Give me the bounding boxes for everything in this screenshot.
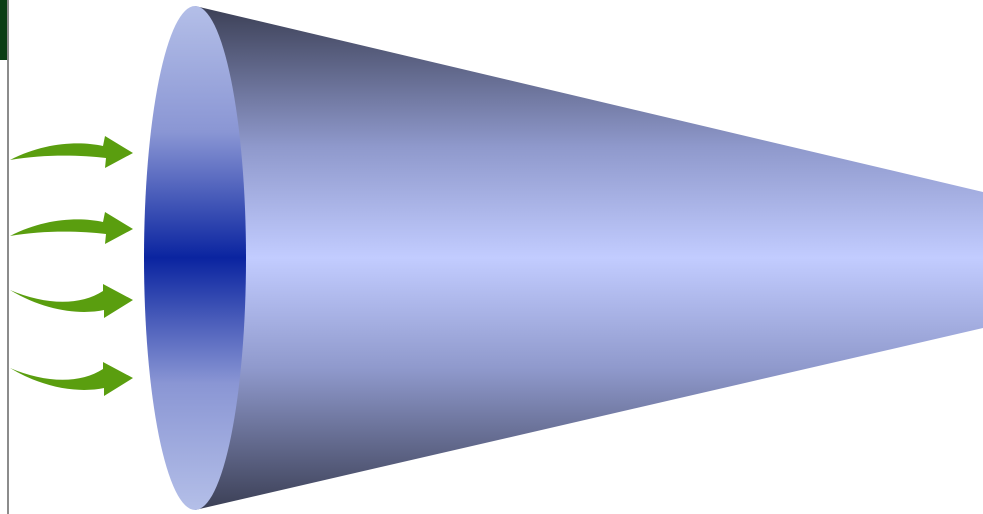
inflow-arrows — [10, 136, 133, 396]
curved-arrow-icon[interactable] — [10, 362, 133, 396]
curved-arrow-icon[interactable] — [10, 136, 133, 168]
curved-arrow-icon[interactable] — [10, 284, 133, 318]
funnel-mouth — [144, 6, 246, 510]
curved-arrow-icon[interactable] — [10, 212, 133, 244]
funnel-body — [195, 6, 983, 510]
